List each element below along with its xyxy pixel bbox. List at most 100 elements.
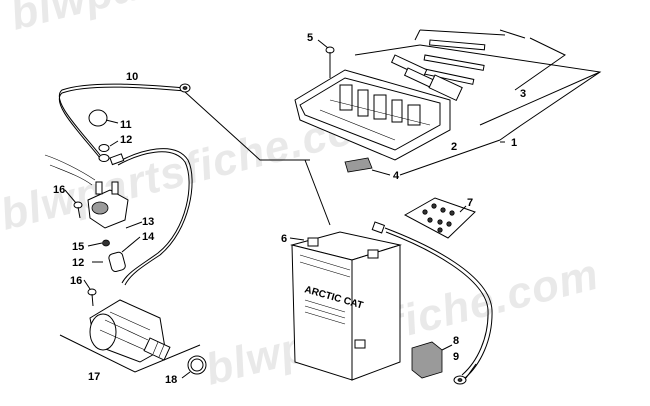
label-line: [304, 299, 346, 313]
watermark-text: blwpartsfiche.com: [201, 250, 604, 395]
tool-set-3: [390, 29, 526, 102]
o-ring-18: [181, 355, 207, 379]
callout-8: 8: [453, 335, 459, 347]
cable-13: [109, 148, 193, 286]
bracket-tools: [354, 44, 421, 56]
solenoid-wire: [49, 164, 93, 186]
screwdriver: [499, 29, 526, 39]
leader-9: [465, 363, 477, 379]
cable-10-path-2: [58, 86, 186, 159]
starter-end: [89, 313, 117, 351]
callout-11: 11: [120, 119, 132, 131]
o-ring-inner: [190, 358, 204, 372]
cable-10-path: [58, 83, 186, 156]
callout-7: 7: [467, 197, 473, 209]
tool-tray: [294, 69, 451, 161]
decal-7: [403, 197, 476, 239]
leader-6: [289, 237, 305, 241]
leader-7: [459, 205, 467, 213]
pad-8: [411, 341, 453, 379]
nut-15: [102, 239, 110, 247]
leader-5: [317, 39, 329, 49]
callout-6: 6: [281, 233, 287, 245]
bracket-tools-3: [514, 37, 566, 91]
solenoid-post: [95, 181, 103, 195]
callout-16-upper: 16: [53, 184, 65, 196]
decal-dot: [431, 203, 437, 209]
battery-front: [291, 244, 353, 381]
callout-12-upper: 12: [120, 134, 132, 146]
callout-12-lower: 12: [72, 257, 84, 269]
callout-5: 5: [307, 32, 313, 44]
bracket-kit-1b: [399, 139, 501, 176]
starter-rib: [109, 311, 151, 331]
solenoid-post: [111, 181, 119, 195]
tray-slot: [373, 94, 387, 120]
decal-dot: [422, 209, 428, 215]
tray-slot: [339, 84, 353, 111]
leader-8: [441, 344, 453, 351]
leader-11: [105, 119, 119, 124]
starter-solenoid: [44, 154, 129, 247]
decal-dot: [437, 227, 443, 233]
boot-14: [108, 251, 126, 272]
label-line: [304, 305, 346, 319]
bolt-16-shank: [77, 206, 81, 219]
socket-large: [428, 74, 463, 102]
battery-side: [351, 244, 401, 381]
gear-tooth: [152, 341, 159, 355]
leader-18: [181, 371, 191, 379]
battery-6: ARCTIC CAT: [289, 231, 402, 381]
cable-13-end: [109, 153, 125, 166]
foam-block: [344, 157, 373, 173]
callout-1: 1: [511, 137, 517, 149]
gear-tooth: [158, 344, 165, 358]
terminal-boot-11: [88, 109, 119, 127]
battery-terminal: [307, 237, 319, 247]
leader-cable-10b: [304, 159, 331, 226]
cable-13-path-2: [117, 151, 190, 284]
cable-9-path-2: [385, 231, 489, 376]
callout-14: 14: [142, 231, 155, 243]
callout-3: 3: [520, 88, 526, 100]
callout-10: 10: [126, 71, 138, 83]
leader-lines: [59, 37, 602, 373]
cable-9: [371, 221, 493, 385]
decal-dot: [427, 217, 433, 223]
terminal-boot-14: [108, 236, 141, 272]
bracket-starter-17: [59, 334, 201, 373]
callout-17: 17: [88, 371, 100, 383]
bolt-shank: [91, 293, 94, 307]
nut: [98, 154, 110, 162]
decal-sheet: [403, 197, 476, 239]
foam-block-4: [344, 157, 391, 176]
battery-line: [299, 254, 351, 271]
tray-rib: [329, 99, 431, 126]
starter-gear: [143, 337, 171, 361]
leader-14: [121, 236, 141, 253]
watermark-text: blwpartsfiche.com: [6, 0, 409, 40]
label-line: [304, 311, 346, 325]
screw-5: [317, 39, 335, 78]
hex-key-bend: [414, 29, 421, 41]
tool-tray-inner: [299, 77, 441, 151]
cable-9-top-end: [371, 221, 386, 234]
callout-13: 13: [142, 216, 154, 228]
cable-9-path: [384, 227, 493, 379]
callout-15: 15: [72, 241, 84, 253]
tray-rib: [319, 109, 396, 141]
battery-vent: [354, 339, 366, 349]
callout-16-lower: 16: [70, 275, 82, 287]
leader-16-upper: [64, 189, 77, 204]
decal-dot: [440, 207, 446, 213]
starter-rib: [104, 319, 149, 341]
boot-top: [88, 109, 108, 127]
battery-line: [299, 261, 351, 278]
cable-9-terminal-hole: [457, 378, 463, 382]
callout-2: 2: [451, 141, 457, 153]
cable-13-path: [117, 148, 193, 286]
nut-12-upper: [98, 140, 119, 162]
cable-10: [58, 83, 191, 159]
starter-rib: [99, 329, 146, 351]
